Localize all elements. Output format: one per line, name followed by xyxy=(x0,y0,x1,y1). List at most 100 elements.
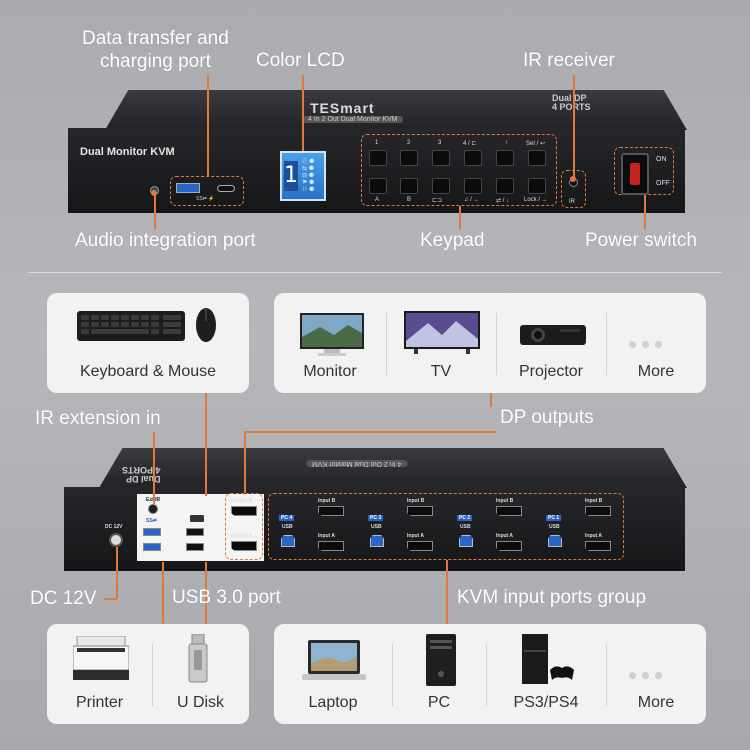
key-label-up: ↑ xyxy=(505,140,508,146)
top-right-badge: Dual DP 4 PORTS xyxy=(552,93,591,112)
dc-label: DC 12V xyxy=(105,524,123,530)
leader-dp-h xyxy=(244,431,496,433)
computer-label-pc: PC xyxy=(427,694,451,711)
key-screen-button[interactable] xyxy=(432,178,450,194)
label-ir-extension: IR extension in xyxy=(35,408,161,429)
pc4-input-b-port[interactable] xyxy=(318,506,344,516)
kvm-inputs-highlight xyxy=(268,493,624,560)
label-color-lcd: Color LCD xyxy=(256,50,345,71)
usb-kb-port-2[interactable] xyxy=(186,543,204,551)
leader-ir xyxy=(573,75,575,179)
playstation-icon xyxy=(522,634,574,684)
pc4-tag: PC 4 xyxy=(279,515,295,521)
key-label-3: 3 xyxy=(438,140,442,146)
power-on-off-label: ON OFF xyxy=(656,154,670,190)
pc1-tag: PC 1 xyxy=(546,515,562,521)
leader-kvm-inputs xyxy=(446,560,448,624)
pc3-usb-port[interactable] xyxy=(370,535,384,547)
pc2-input-b-port[interactable] xyxy=(496,506,522,516)
key-3-button[interactable] xyxy=(432,150,450,166)
pc4-input-a-label: Input A xyxy=(318,533,336,539)
usb-port-highlight xyxy=(170,176,244,206)
key-set-button[interactable] xyxy=(528,150,546,166)
key-4-button[interactable] xyxy=(464,150,482,166)
leader-dc-v xyxy=(116,547,118,599)
pc2-input-a-label: Input A xyxy=(496,533,514,539)
keyboard-small-icon xyxy=(190,515,204,522)
key-b-button[interactable] xyxy=(400,178,418,194)
computer-label-more: More xyxy=(637,694,675,711)
display-label-tv: TV xyxy=(430,363,452,380)
monitor-icon xyxy=(300,313,364,356)
leader-ir-dot xyxy=(570,176,576,182)
keypad-highlight xyxy=(361,134,557,206)
device-label-udisk: U Disk xyxy=(176,694,225,711)
card-displays: Monitor TV Projector More xyxy=(274,293,706,393)
label-power-switch: Power switch xyxy=(585,230,697,251)
kvm-back-top-cover xyxy=(99,448,687,488)
ir-label: IR xyxy=(569,199,575,205)
pc3-input-b-port[interactable] xyxy=(407,506,433,516)
leader-display-card xyxy=(490,393,492,407)
output-a-label: Output A xyxy=(231,533,253,539)
pc1-usb-label: USB xyxy=(549,524,560,530)
pc1-input-a-label: Input A xyxy=(585,533,603,539)
computer-separator-2 xyxy=(486,644,487,706)
dc-jack-port[interactable] xyxy=(109,533,123,547)
pc2-input-a-port[interactable] xyxy=(496,541,522,551)
key-label-b: B xyxy=(407,197,412,203)
key-a-button[interactable] xyxy=(369,178,387,194)
kvm-top-cover xyxy=(105,90,687,130)
computer-separator-1 xyxy=(392,644,393,706)
power-switch-toggle[interactable] xyxy=(621,153,649,195)
card-computers: Laptop PC PS3/PS4 More xyxy=(274,624,706,724)
pc1-input-b-label: Input B xyxy=(585,498,603,504)
back-brand-subtitle: 4 In 2 Out Dual Monitor KVM xyxy=(306,460,408,467)
key-audio-button[interactable] xyxy=(464,178,482,194)
key-usb-button[interactable] xyxy=(496,178,514,194)
pc1-input-b-port[interactable] xyxy=(585,506,611,516)
usb-c-port[interactable] xyxy=(217,185,235,192)
ext-ir-port-icon[interactable] xyxy=(148,504,158,514)
key-label-screen: ⊏⊐ xyxy=(432,198,443,204)
pc2-usb-port[interactable] xyxy=(459,535,473,547)
mouse-icon xyxy=(196,308,216,342)
pc4-usb-port[interactable] xyxy=(281,535,295,547)
leader-dp-v xyxy=(244,431,246,493)
usb3-port-2[interactable] xyxy=(143,543,161,551)
pc3-input-a-port[interactable] xyxy=(407,541,433,551)
leader-keypad xyxy=(459,206,461,230)
pc1-input-a-port[interactable] xyxy=(585,541,611,551)
pc3-input-a-label: Input A xyxy=(407,533,425,539)
usb-kb-port-1[interactable] xyxy=(186,528,204,536)
pc4-input-a-port[interactable] xyxy=(318,541,344,551)
more-dots-icon-2 xyxy=(626,666,665,684)
label-dc-12v: DC 12V xyxy=(30,588,97,609)
key-lock-button[interactable] xyxy=(528,178,546,194)
leader-data-port xyxy=(207,75,209,176)
pc1-usb-port[interactable] xyxy=(548,535,562,547)
label-dp-outputs: DP outputs xyxy=(500,407,594,428)
laptop-icon xyxy=(302,640,366,680)
usb-ss-label: SS⇄ ⚡ xyxy=(196,196,215,202)
device-label-printer: Printer xyxy=(75,694,124,711)
color-lcd-screen: 1 ⚇ ⚈⇆ ⚈⊟ ⚈⚑ ⚈⚐ ⚈ xyxy=(280,151,326,201)
brand-subtitle: 4 In 2 Out Dual Monitor KVM xyxy=(302,116,404,123)
key-label-1: 1 xyxy=(375,140,379,146)
power-off-label: OFF xyxy=(656,180,670,187)
keyboard-icon xyxy=(77,311,185,341)
leader-power xyxy=(644,195,646,229)
output-b-port[interactable] xyxy=(231,506,257,516)
display-label-projector: Projector xyxy=(518,363,584,380)
output-a-port[interactable] xyxy=(231,541,257,551)
more-dots-icon xyxy=(626,335,665,353)
lcd-channel-number: 1 xyxy=(284,161,298,191)
pc4-input-b-label: Input B xyxy=(318,498,336,504)
usb-a-port[interactable] xyxy=(176,183,200,193)
key-2-button[interactable] xyxy=(400,150,418,166)
projector-icon xyxy=(520,325,586,345)
label-audio-port: Audio integration port xyxy=(75,230,256,251)
key-1-button[interactable] xyxy=(369,150,387,166)
key-up-button[interactable] xyxy=(496,150,514,166)
usb3-port-1[interactable] xyxy=(143,528,161,536)
